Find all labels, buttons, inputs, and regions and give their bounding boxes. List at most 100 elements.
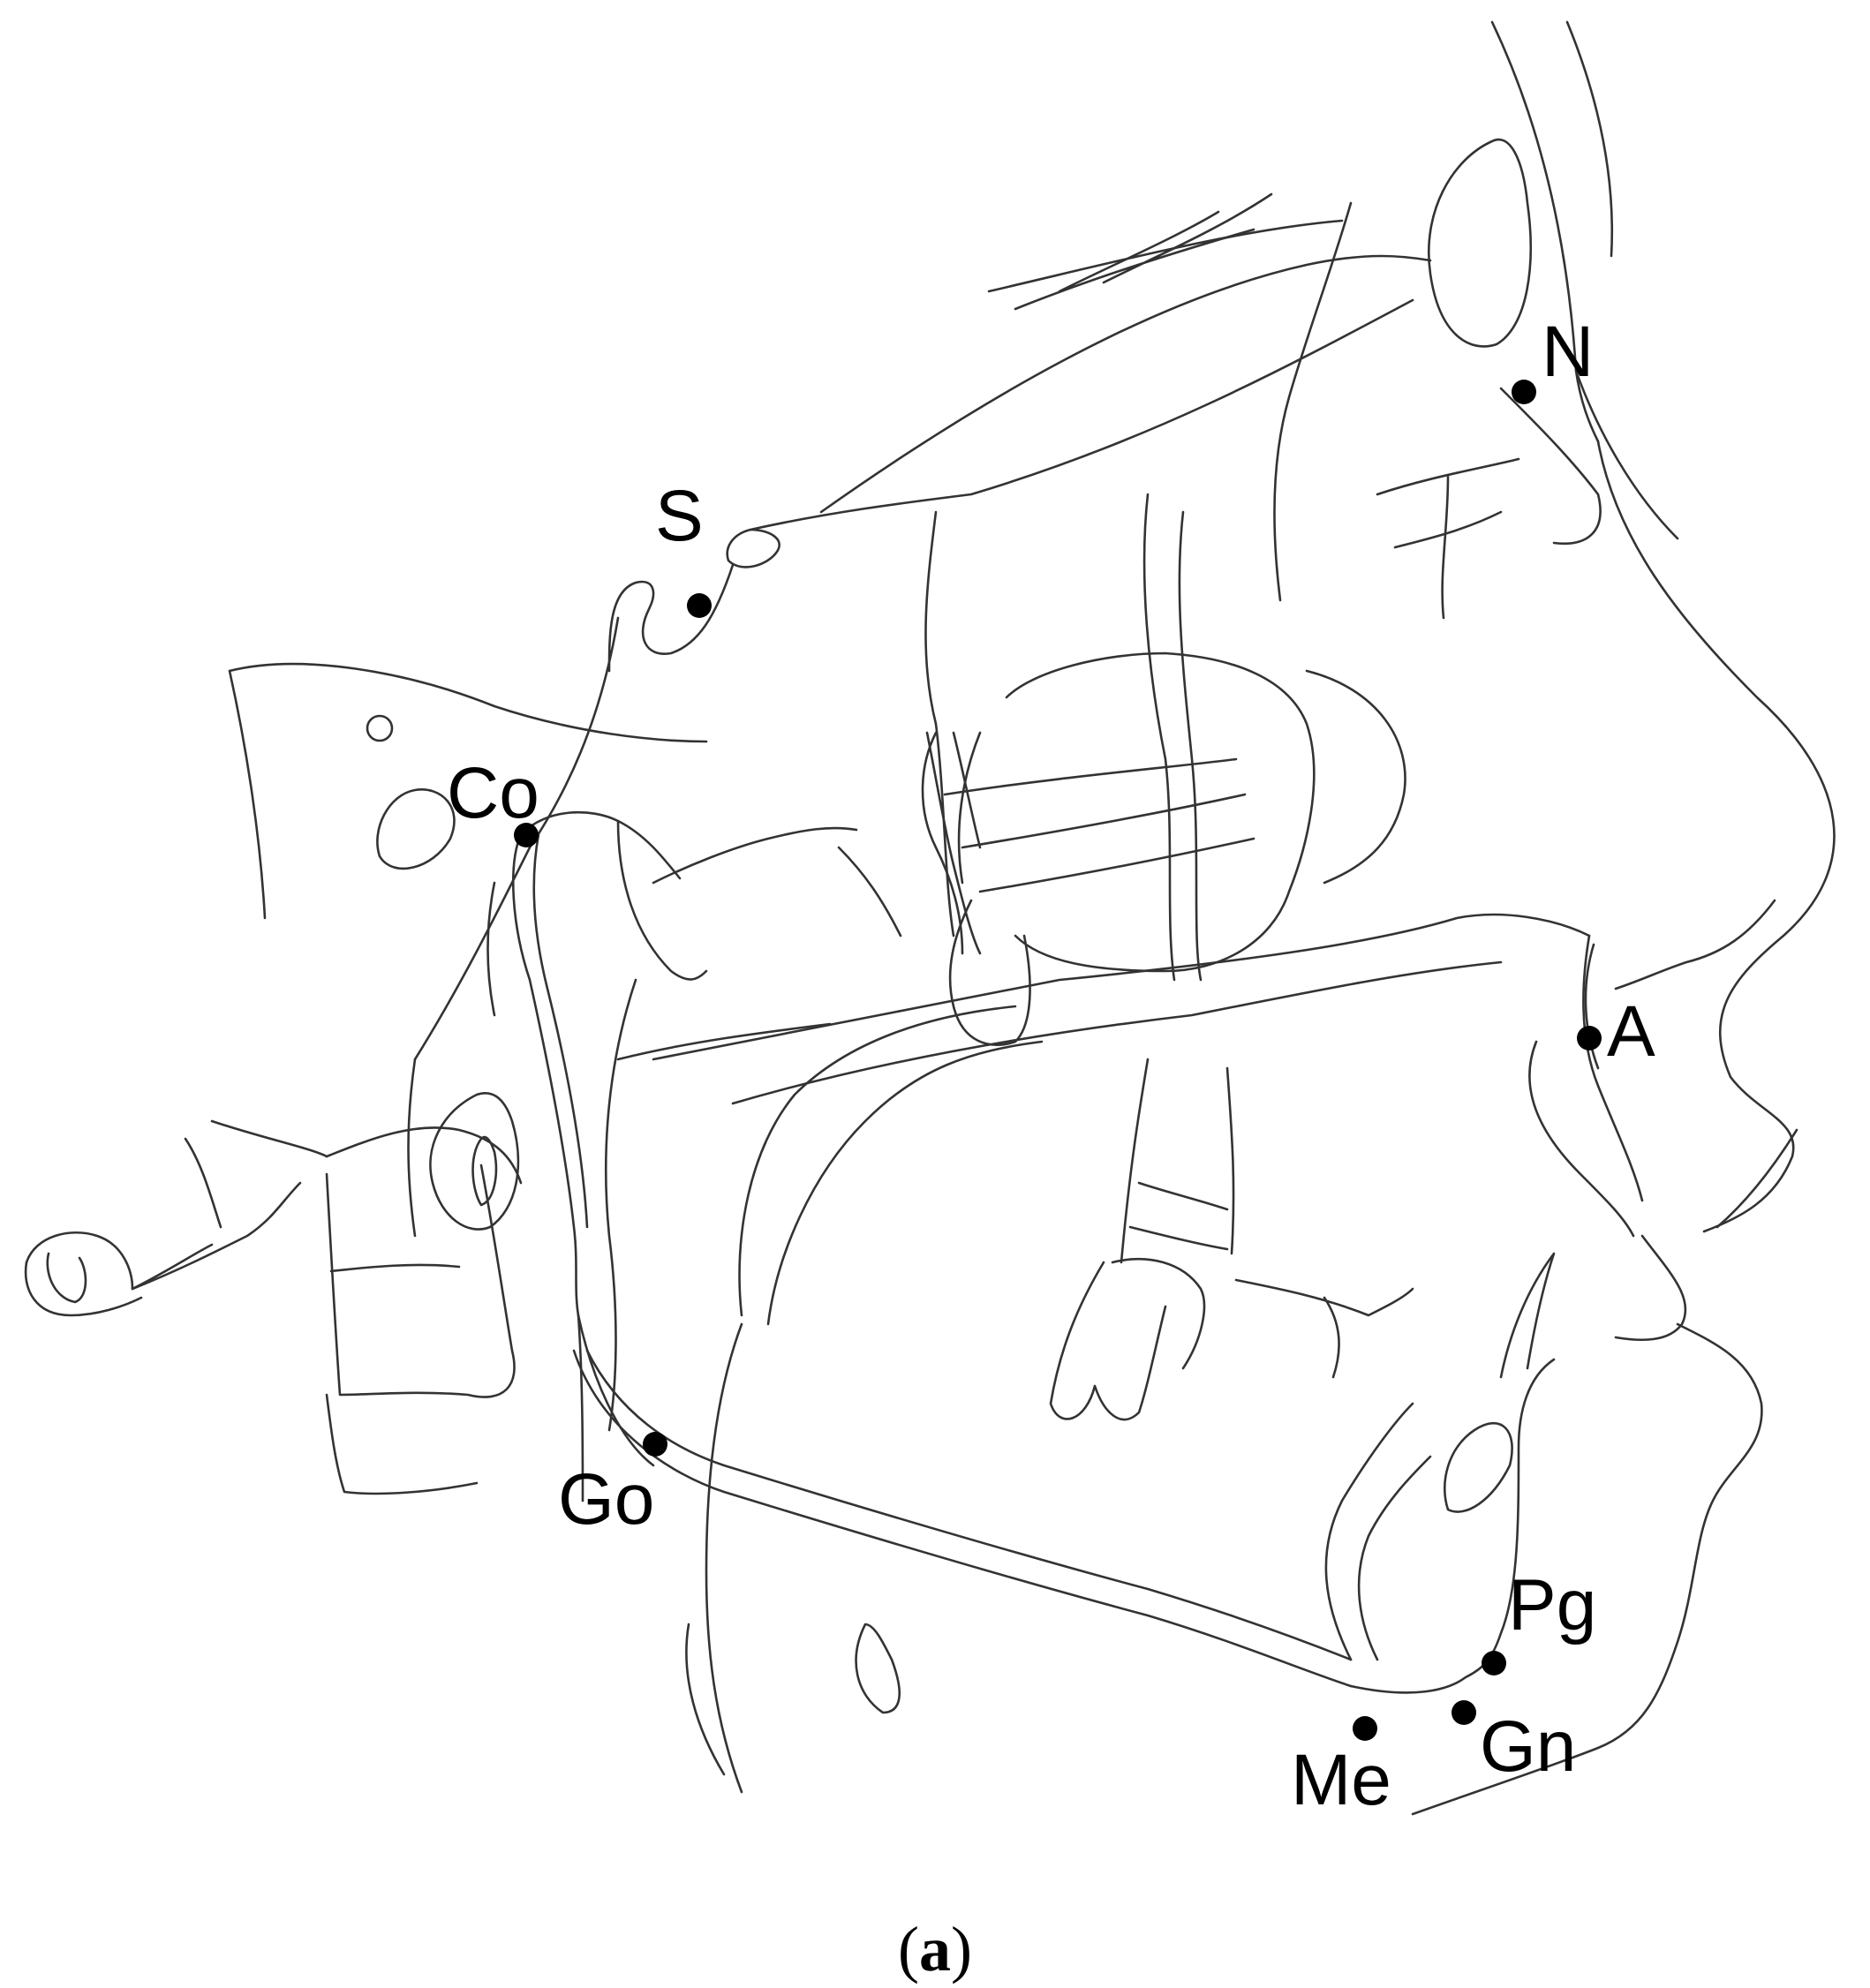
cervical-vertebra-1 bbox=[325, 1126, 523, 1185]
cranial-fossa-2 bbox=[1014, 192, 1273, 311]
landmark-dot-Co[interactable] bbox=[514, 823, 539, 847]
upper-incisor-inner bbox=[1528, 1040, 1635, 1238]
ramus-lower-2 bbox=[577, 1314, 655, 1467]
landmark-dot-Me[interactable] bbox=[1353, 1716, 1377, 1741]
mandibular-ramus-crest bbox=[486, 881, 496, 1017]
molar-vertical-1 bbox=[1142, 493, 1176, 982]
mandibular-canal bbox=[1234, 1278, 1414, 1379]
pharynx-anterior bbox=[766, 1040, 1044, 1326]
maxillary-tuberosity bbox=[837, 846, 902, 938]
cranial-base-upper bbox=[819, 254, 1432, 514]
frontal-bone-inner bbox=[1565, 20, 1614, 258]
mandibular-border-lower bbox=[572, 1349, 1353, 1688]
basion-line bbox=[616, 1022, 832, 1061]
occipital-condyle-2 bbox=[24, 1261, 143, 1317]
nasion-soft bbox=[1499, 387, 1602, 546]
ramus-inner bbox=[532, 832, 589, 1229]
occlusal-line-1 bbox=[943, 757, 1238, 796]
cervical-vertebra-body bbox=[325, 1163, 516, 1398]
occlusal-line-2 bbox=[961, 793, 1247, 849]
landmark-dot-S[interactable] bbox=[687, 593, 712, 618]
landmark-label-Go: Go bbox=[558, 1459, 654, 1540]
frontal-bone-outline bbox=[1490, 20, 1600, 443]
lower-molar-crown bbox=[1111, 1257, 1206, 1370]
maxillary-molar bbox=[1005, 651, 1316, 973]
landmark-dot-Gn[interactable] bbox=[1452, 1700, 1476, 1725]
landmark-dot-N[interactable] bbox=[1512, 380, 1536, 404]
nostril bbox=[1715, 1128, 1798, 1229]
lower-lip bbox=[1614, 1234, 1687, 1342]
upper-incisor bbox=[1582, 934, 1644, 1202]
occipital-hook bbox=[184, 1137, 222, 1229]
ramus-posterior bbox=[512, 832, 580, 1317]
porion-ellipse bbox=[376, 788, 456, 870]
atlas-ring bbox=[429, 1092, 520, 1231]
cervical-lower bbox=[325, 1393, 479, 1495]
soft-tissue-nose bbox=[1596, 440, 1836, 1233]
clivus bbox=[413, 616, 620, 1061]
lower-incisor bbox=[1499, 1252, 1556, 1379]
panel-label-open: ( bbox=[898, 1914, 919, 1984]
panel-label: (a) bbox=[898, 1914, 972, 1984]
sella-turcica bbox=[726, 528, 780, 569]
lower-molar-neck bbox=[1128, 1181, 1229, 1251]
landmark-label-A: A bbox=[1607, 991, 1655, 1072]
landmark-dot-A[interactable] bbox=[1577, 1026, 1602, 1050]
pterygoid-plate-2 bbox=[952, 731, 982, 849]
orbit-floor-cross bbox=[1376, 457, 1520, 620]
spine-line bbox=[407, 1058, 417, 1238]
symphysis-canal bbox=[1357, 1455, 1432, 1661]
landmark-label-Co: Co bbox=[447, 753, 539, 833]
third-molar bbox=[948, 899, 1031, 1046]
landmark-label-Me: Me bbox=[1291, 1740, 1391, 1820]
ear-rod-circle bbox=[366, 714, 394, 742]
mandibular-border-upper bbox=[585, 1349, 1353, 1661]
upper-lip bbox=[1614, 899, 1776, 990]
soft-tissue-chin bbox=[1411, 1322, 1763, 1816]
ramus-lower bbox=[577, 1314, 584, 1502]
occipital-condyle-inner bbox=[46, 1252, 87, 1304]
panel-label-close: ) bbox=[951, 1914, 972, 1984]
pharynx-posterior bbox=[738, 1005, 1017, 1317]
anterior-cranial-base bbox=[749, 298, 1414, 531]
landmark-labels: S N Co A Go Pg Gn Me bbox=[447, 312, 1655, 1820]
occipital-to-vertebra bbox=[210, 1119, 328, 1158]
premolar bbox=[1305, 669, 1406, 885]
landmark-points bbox=[514, 380, 1602, 1741]
molar-crown-left bbox=[957, 731, 982, 885]
occipital-outline bbox=[228, 662, 708, 743]
lower-molar-vertical bbox=[1120, 1058, 1235, 1264]
panel-label-letter: a bbox=[919, 1914, 951, 1984]
cranial-fossa bbox=[987, 219, 1344, 293]
molar-vertical-2 bbox=[1178, 510, 1203, 982]
nasal-bone bbox=[1574, 369, 1679, 540]
tongue-outline bbox=[705, 1322, 743, 1794]
landmark-label-Pg: Pg bbox=[1508, 1565, 1596, 1645]
landmark-label-S: S bbox=[655, 476, 704, 556]
hyoid bbox=[855, 1623, 901, 1714]
molar-vertical-3 bbox=[924, 510, 955, 938]
lower-molar-root bbox=[1049, 1261, 1167, 1421]
landmark-dot-Pg[interactable] bbox=[1482, 1651, 1506, 1675]
frontal-sinus bbox=[1428, 138, 1532, 348]
anatomical-outlines bbox=[24, 20, 1836, 1816]
lower-incisor-root bbox=[1443, 1421, 1513, 1513]
posterior-molar bbox=[925, 731, 982, 955]
landmark-label-N: N bbox=[1542, 312, 1594, 392]
landmark-dot-Go[interactable] bbox=[643, 1432, 667, 1457]
palatal-plane bbox=[652, 913, 1591, 1061]
occipital-left bbox=[228, 669, 267, 920]
ramus-anterior bbox=[616, 819, 708, 981]
sella-fossa bbox=[607, 563, 735, 673]
occipital-condyle bbox=[25, 1231, 214, 1291]
symphysis bbox=[1349, 1358, 1556, 1694]
landmark-label-Gn: Gn bbox=[1480, 1706, 1576, 1787]
coronoid bbox=[604, 978, 637, 1432]
vertebra-mid-line bbox=[329, 1263, 461, 1273]
occlusal-line-3 bbox=[978, 837, 1255, 893]
pterygoid-plate bbox=[921, 731, 964, 955]
atlas-inner bbox=[471, 1135, 498, 1207]
orbit-rim bbox=[1273, 201, 1353, 602]
occipital-process bbox=[131, 1181, 302, 1291]
